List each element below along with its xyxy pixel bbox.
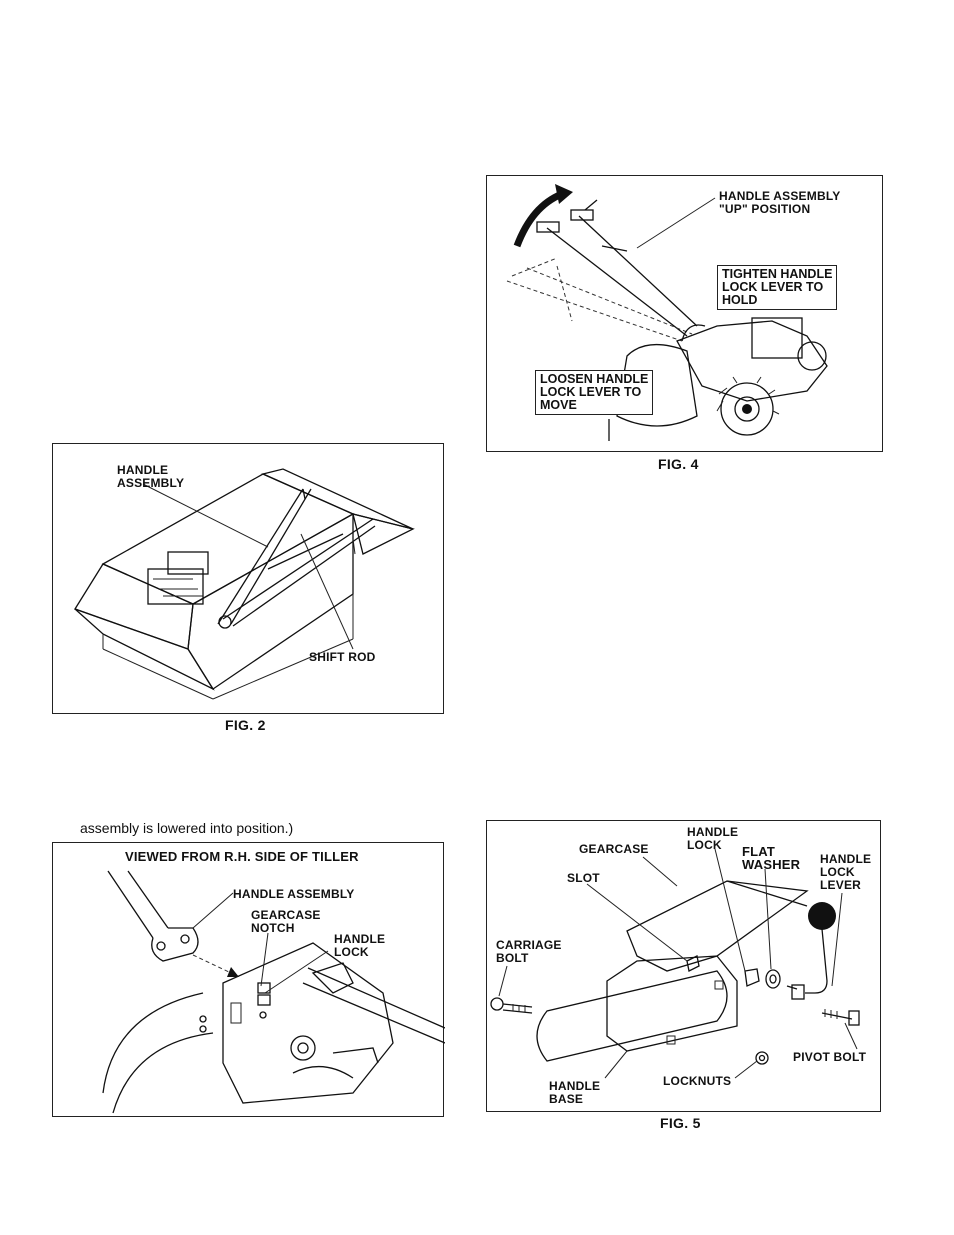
fig5-handle-base-label: HANDLE BASE	[549, 1079, 601, 1106]
fig3-gearcase-illustration	[102, 870, 445, 1114]
fig2-handle-assembly-label: HANDLE ASSEMBLY	[117, 463, 185, 490]
fig5-slot-label: SLOT	[567, 871, 600, 885]
fig5-carriage-bolt-label: CARRIAGE BOLT	[496, 938, 562, 965]
fig4-tighten-box: TIGHTEN HANDLE LOCK LEVER TO HOLD	[717, 265, 838, 310]
fig4-caption: FIG. 4	[658, 456, 699, 472]
fig5-pivot-bolt-label: PIVOT BOLT	[793, 1050, 867, 1064]
fig5-gearcase-label: GEARCASE	[579, 842, 649, 856]
fig3-gearcase-notch-label: GEARCASE NOTCH	[251, 908, 321, 935]
fig4-frame: HANDLE ASSEMBLY "UP" POSITION TIGHTEN HA…	[486, 175, 883, 452]
fig5-handle-lock-lever-label: HANDLE LOCK LEVER	[820, 852, 872, 892]
fig2-carton-illustration	[74, 468, 415, 700]
fig2-shift-rod-label: SHIFT ROD	[309, 650, 376, 664]
fig4-loosen-box: LOOSEN HANDLE LOCK LEVER TO MOVE	[535, 370, 654, 415]
fig3-handle-assembly-label: HANDLE ASSEMBLY	[233, 887, 355, 901]
fig3-title: VIEWED FROM R.H. SIDE OF TILLER	[125, 849, 359, 864]
intro-text: assembly is lowered into position.)	[80, 820, 294, 836]
fig5-handle-lock-label: HANDLE LOCK	[687, 825, 739, 852]
fig4-handle-up-label: HANDLE ASSEMBLY "UP" POSITION	[719, 189, 841, 216]
fig5-locknuts-label: LOCKNUTS	[663, 1074, 732, 1088]
fig5-frame: GEARCASE HANDLE LOCK FLAT WASHER HANDLE …	[486, 820, 881, 1112]
fig2-caption: FIG. 2	[225, 717, 266, 733]
fig5-flat-washer-label: FLAT WASHER	[742, 844, 801, 872]
fig5-handle-lock-illustration	[490, 848, 860, 1079]
fig5-caption: FIG. 5	[660, 1115, 701, 1131]
fig2-frame: HANDLE ASSEMBLY SHIFT ROD	[52, 443, 444, 714]
fig3-frame: VIEWED FROM R.H. SIDE OF TILLER HANDLE A…	[52, 842, 445, 1117]
fig4-tiller-illustration	[506, 184, 828, 441]
fig3-handle-lock-label: HANDLE LOCK	[334, 932, 386, 959]
